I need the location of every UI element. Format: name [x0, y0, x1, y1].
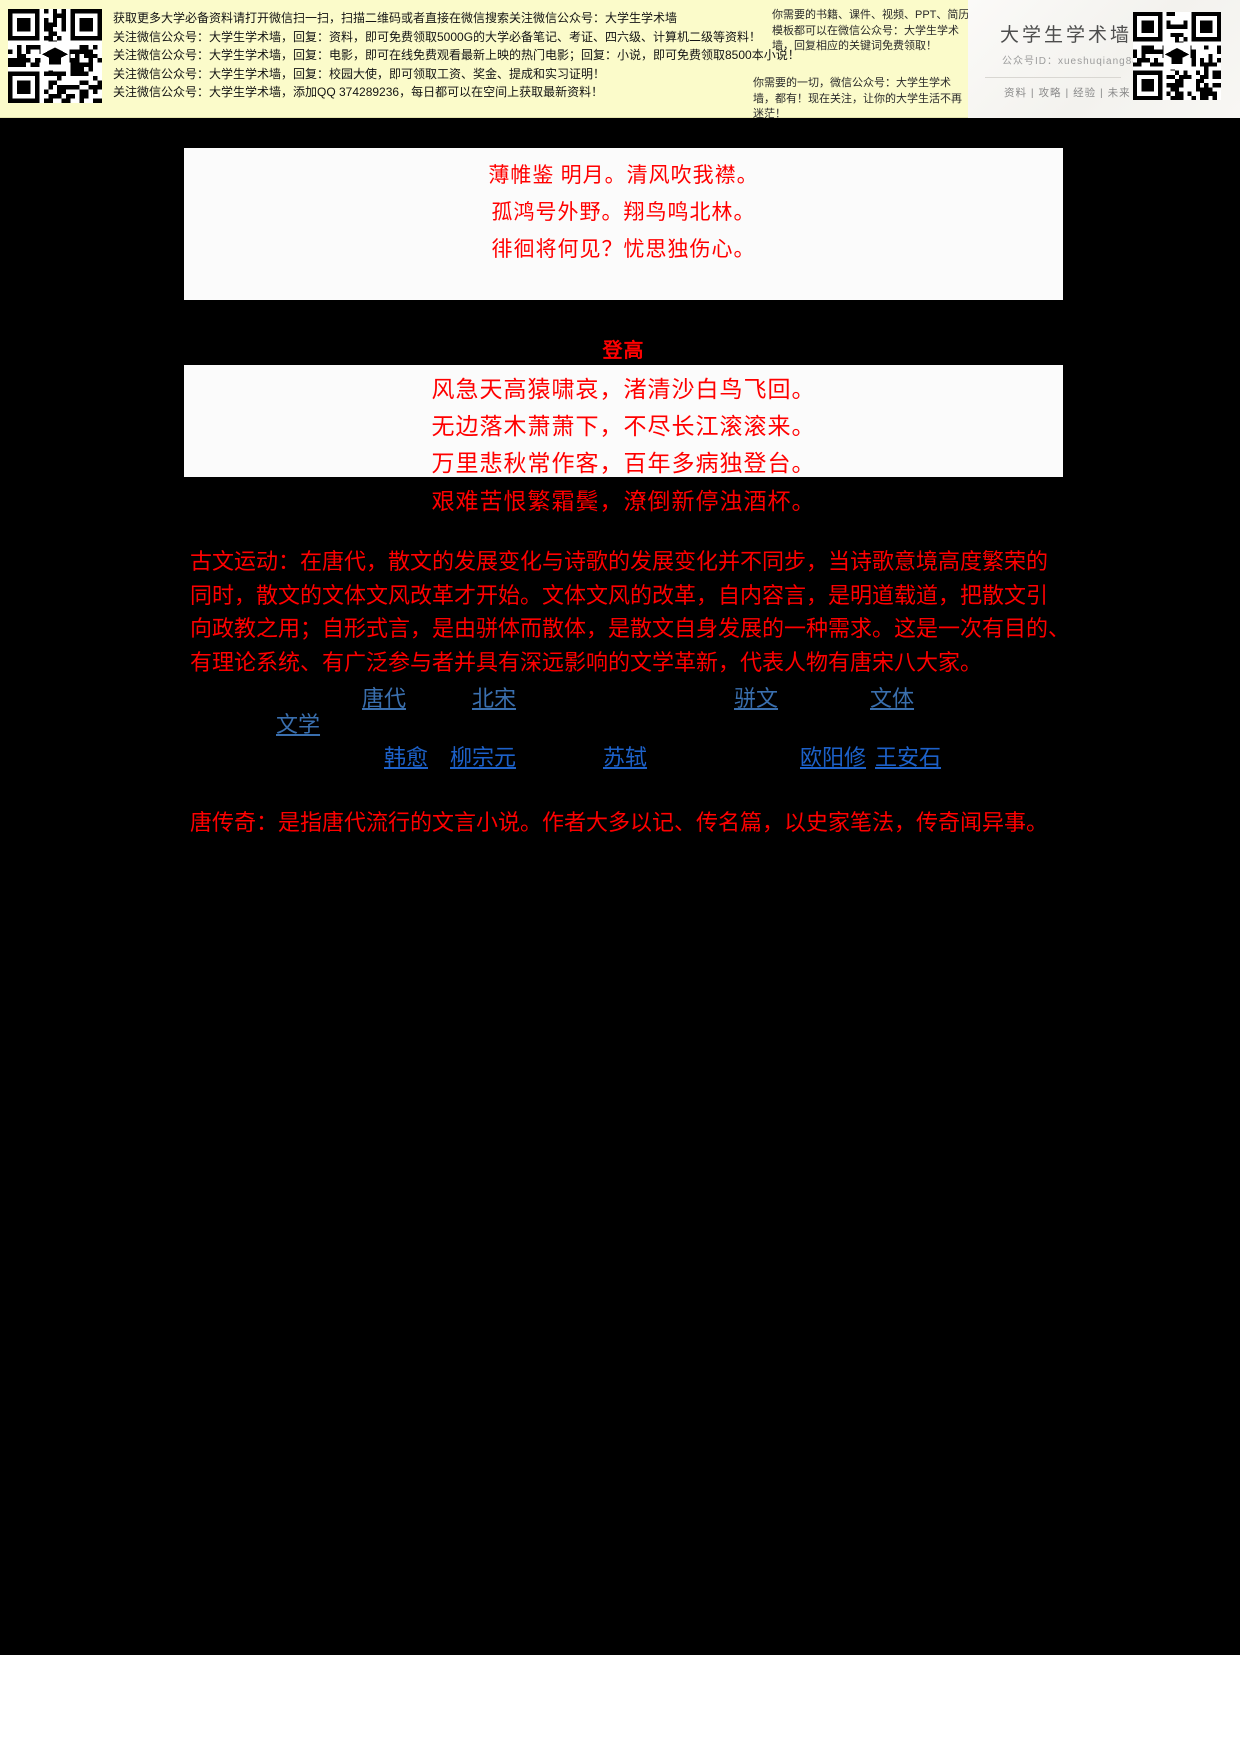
guwen-line: 同时，散文的文体文风改革才开始。文体文风的改革，自内容言，是明道载道，把散文引 — [190, 582, 1049, 608]
promo-line: 关注微信公众号：大学生学术墙，回复：电影，即可在线免费观看最新上映的热门电影；回… — [113, 48, 800, 63]
promo-banner: 获取更多大学必备资料请打开微信扫一扫，扫描二维码或者直接在微信搜索关注微信公众号… — [0, 0, 1240, 120]
promo-line: 关注微信公众号：大学生学术墙，添加QQ 374289236，每日都可以在空间上获… — [113, 85, 604, 100]
poem2-line: 万里悲秋常作客，百年多病独登台。 — [431, 451, 816, 476]
guwen-line: 有理论系统、有广泛参与者并具有深远影响的文学革新，代表人物有唐宋八大家。 — [190, 649, 983, 675]
link-sushi[interactable]: 苏轼 — [603, 745, 648, 770]
poem1-box: 薄帷鉴 明月。清风吹我襟。 孤鸿号外野。翔鸟鸣北林。 徘徊将何见？忧思独伤心。 — [184, 148, 1063, 300]
link-wenti[interactable]: 文体 — [870, 686, 915, 711]
link-pianwen[interactable]: 骈文 — [734, 686, 779, 711]
account-title: 大学生学术墙 — [1000, 25, 1133, 46]
guwen-line: 古文运动：在唐代，散文的发展变化与诗歌的发展变化并不同步，当诗歌意境高度繁荣的 — [190, 549, 1049, 574]
link-ouyangxiu[interactable]: 欧阳修 — [800, 745, 867, 770]
link-hanyu[interactable]: 韩愈 — [384, 745, 429, 770]
promo-text-block: 获取更多大学必备资料请打开微信扫一扫，扫描二维码或者直接在微信搜索关注微信公众号… — [113, 9, 800, 102]
poem1-line: 徘徊将何见？忧思独伤心。 — [491, 237, 756, 261]
promo-note-bottom: 你需要的一切，微信公众号：大学生学术墙，都有！现在关注，让你的大学生活不再迷茫！ — [753, 77, 962, 120]
promo-line: 获取更多大学必备资料请打开微信扫一扫，扫描二维码或者直接在微信搜索关注微信公众号… — [113, 11, 678, 25]
poem2-box: 风急天高猿啸哀，渚清沙白鸟飞回。 无边落木萧萧下，不尽长江滚滚来。 万里悲秋常作… — [184, 365, 1063, 477]
link-wenxue[interactable]: 文学 — [276, 712, 321, 737]
link-wanganshi[interactable]: 王安石 — [875, 745, 942, 770]
tangchuanqi-paragraph: 唐传奇：是指唐代流行的文言小说。作者大多以记、传名篇，以史家笔法，传奇闻异事。 — [190, 810, 1049, 835]
guwen-line: 向政教之用；自形式言，是由骈体而散体，是散文自身发展的一种需求。这是一次有目的、 — [190, 616, 1071, 641]
promo-note-top: 你需要的书籍、课件、视频、PPT、简历模板都可以在微信公众号：大学生学术墙，回复… — [772, 9, 970, 52]
poem1-line: 孤鸿号外野。翔鸟鸣北林。 — [491, 200, 756, 224]
promo-line: 关注微信公众号：大学生学术墙，回复：资料，即可免费领取5000G的大学必备笔记、… — [113, 29, 762, 44]
link-tangdai[interactable]: 唐代 — [362, 686, 407, 711]
link-liuzongyuan[interactable]: 柳宗元 — [450, 745, 517, 770]
link-beisong[interactable]: 北宋 — [472, 686, 517, 711]
wechat-account-card: 大学生学术墙 公众号ID：xueshuqiang8888 资料 | 攻略 | 经… — [968, 0, 1240, 118]
account-id: 公众号ID：xueshuqiang8888 — [1002, 56, 1152, 67]
wechat-qr-code-icon — [1133, 12, 1221, 100]
poem1-line: 薄帷鉴 明月。清风吹我襟。 — [488, 163, 759, 187]
poem2-closing-line: 艰难苦恨繁霜鬓，潦倒新停浊酒杯。 — [431, 489, 816, 514]
poem2-title: 登高 — [602, 340, 645, 362]
card-divider — [985, 77, 1121, 78]
poem2-line: 风急天高猿啸哀，渚清沙白鸟飞回。 — [431, 377, 816, 402]
wechat-qr-code-icon — [8, 9, 102, 103]
poem2-line: 无边落木萧萧下，不尽长江滚滚来。 — [431, 414, 816, 439]
guwen-paragraph: 古文运动：在唐代，散文的发展变化与诗歌的发展变化并不同步，当诗歌意境高度繁荣的 … — [190, 545, 1075, 679]
promo-line: 关注微信公众号：大学生学术墙，回复：校园大使，即可领取工资、奖金、提成和实习证明… — [113, 66, 606, 81]
account-tags: 资料 | 攻略 | 经验 | 未来 — [1004, 87, 1131, 99]
